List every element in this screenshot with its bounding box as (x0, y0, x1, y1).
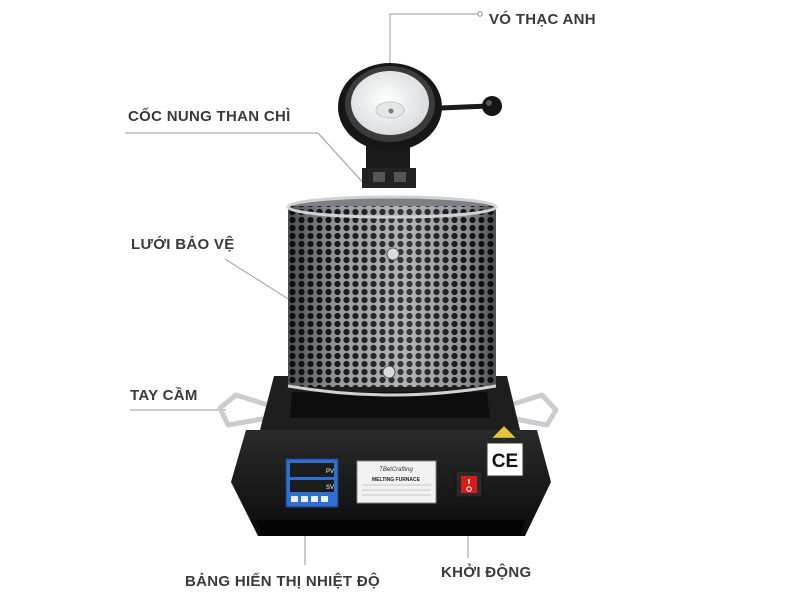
protective-mesh (286, 195, 498, 397)
sv-label: SV (326, 485, 334, 491)
callout-lines (125, 11, 483, 565)
leader-crucible-diag (317, 132, 367, 187)
nameplate-title: MELTING FURNACE (372, 477, 421, 483)
crucible-clamp (362, 168, 416, 188)
temperature-controller: PV SV (285, 458, 339, 508)
nameplate: TBetCrafting MELTING FURNACE (356, 460, 437, 504)
ce-badge: CE (486, 442, 524, 477)
leader-mesh (224, 258, 291, 301)
lever-knob (482, 96, 502, 116)
callout-graphite-crucible: CỐC NUNG THAN CHÌ (128, 108, 291, 125)
pv-label: PV (326, 469, 334, 475)
ce-mark: CE (492, 451, 518, 472)
right-handle (509, 392, 559, 428)
left-handle (217, 392, 269, 428)
cover-lever (440, 103, 489, 111)
power-switch[interactable] (455, 470, 483, 498)
nameplate-brand: TBetCrafting (379, 467, 413, 473)
callout-quartz-cover: VÓ THẠC ANH (489, 11, 596, 28)
callout-temperature-display: BẢNG HIỂN THỊ NHIỆT ĐỘ (185, 573, 380, 590)
crucible-assembly (338, 63, 502, 188)
callout-power-switch: KHỞI ĐỘNG (441, 564, 532, 581)
callout-protective-mesh: LƯỚI BẢO VỆ (131, 236, 235, 253)
leader-quartz (389, 13, 480, 78)
callout-handle: TAY CẦM (130, 387, 198, 404)
